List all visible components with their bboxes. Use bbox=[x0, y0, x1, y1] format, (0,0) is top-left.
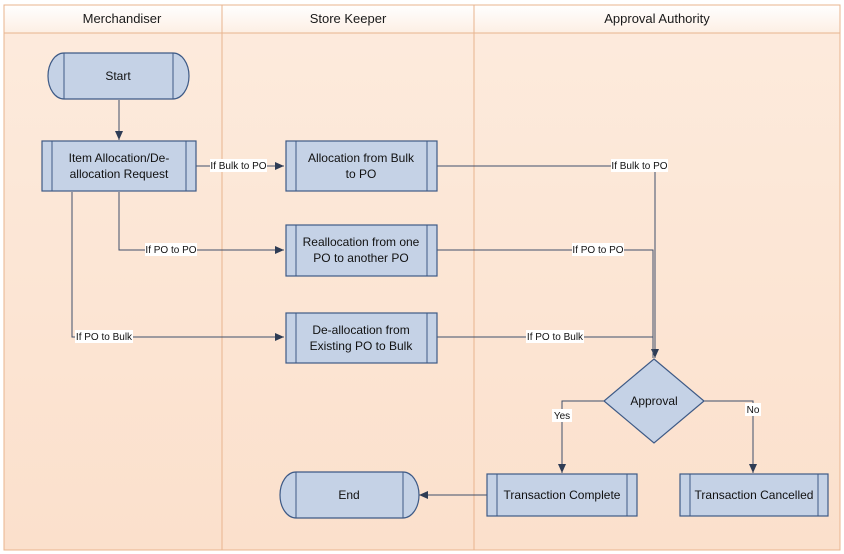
node-request: Item Allocation/De- allocation Request bbox=[41, 140, 197, 192]
node-end: End bbox=[279, 471, 420, 519]
node-request-line2: allocation Request bbox=[70, 167, 169, 181]
lane-title-approval-authority: Approval Authority bbox=[604, 11, 710, 26]
node-realloc-line2: PO to another PO bbox=[313, 251, 408, 265]
node-cancelled-label: Transaction Cancelled bbox=[695, 488, 814, 502]
edge-label-bulk-to-po-1: If Bulk to PO bbox=[210, 161, 266, 172]
node-start: Start bbox=[47, 52, 190, 100]
edge-label-po-to-bulk-1: If PO to Bulk bbox=[76, 332, 133, 343]
node-approval-label: Approval bbox=[630, 394, 677, 408]
node-approval-decision: Approval bbox=[603, 358, 705, 444]
node-request-line1: Item Allocation/De- bbox=[69, 151, 170, 165]
edge-realloc-to-approval bbox=[437, 249, 654, 358]
node-start-label: Start bbox=[105, 69, 131, 83]
node-alloc-bulk-line2: to PO bbox=[346, 167, 377, 181]
edge-approval-no bbox=[703, 400, 757, 473]
node-transaction-cancelled: Transaction Cancelled bbox=[679, 473, 829, 517]
node-complete-label: Transaction Complete bbox=[504, 488, 621, 502]
node-dealloc-line1: De-allocation from bbox=[312, 323, 409, 337]
edge-label-no: No bbox=[747, 405, 760, 416]
lane-approval-authority: Approval Authority bbox=[473, 4, 841, 551]
node-dealloc-line2: Existing PO to Bulk bbox=[310, 339, 414, 353]
lane-title-store-keeper: Store Keeper bbox=[310, 11, 387, 26]
edge-label-bulk-to-po-2: If Bulk to PO bbox=[611, 161, 667, 172]
edge-label-po-to-po-1: If PO to PO bbox=[145, 245, 196, 256]
edge-label-yes: Yes bbox=[554, 411, 570, 422]
node-realloc-line1: Reallocation from one bbox=[303, 235, 420, 249]
edge-dealloc-to-approval bbox=[437, 336, 654, 358]
lane-store-keeper: Store Keeper bbox=[221, 4, 475, 551]
node-end-label: End bbox=[338, 488, 359, 502]
node-transaction-complete: Transaction Complete bbox=[486, 473, 638, 517]
edge-label-po-to-bulk-2: If PO to Bulk bbox=[527, 332, 584, 343]
node-deallocation: De-allocation from Existing PO to Bulk bbox=[285, 312, 438, 364]
node-alloc-bulk-line1: Allocation from Bulk bbox=[308, 151, 415, 165]
node-reallocation: Reallocation from one PO to another PO bbox=[285, 224, 438, 277]
connectors bbox=[71, 100, 757, 499]
edge-request-to-realloc bbox=[118, 192, 284, 254]
lane-title-merchandiser: Merchandiser bbox=[83, 11, 162, 26]
edge-label-po-to-po-2: If PO to PO bbox=[572, 245, 623, 256]
node-allocation-from-bulk: Allocation from Bulk to PO bbox=[285, 140, 438, 192]
edge-request-to-dealloc bbox=[71, 192, 284, 341]
edge-labels: If Bulk to PO If Bulk to PO If PO to PO … bbox=[75, 159, 761, 422]
edge-approval-yes bbox=[558, 400, 605, 473]
